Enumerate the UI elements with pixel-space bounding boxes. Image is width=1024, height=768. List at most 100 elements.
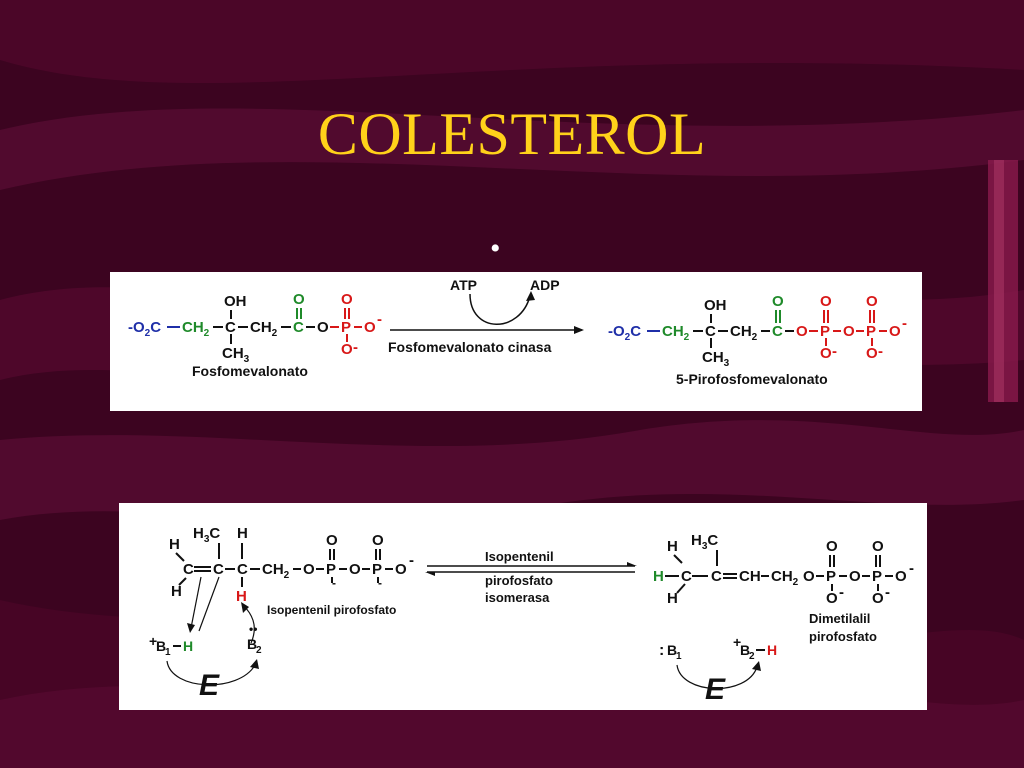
svg-text::: : (659, 642, 664, 659)
svg-text:O: O (372, 532, 384, 549)
svg-text:H: H (667, 538, 678, 555)
reactant-name: Fosfomevalonato (192, 363, 308, 379)
svg-text:O: O (772, 293, 784, 310)
svg-text:H: H (236, 588, 247, 605)
enzyme-symbol-left: E (199, 669, 220, 702)
svg-text:C: C (681, 568, 692, 585)
svg-text:C: C (705, 323, 716, 340)
svg-text:P: P (872, 568, 882, 585)
svg-text:C: C (213, 561, 224, 578)
svg-text:OH: OH (224, 293, 247, 310)
product-structure: -O2C CH2 C OH CH3 CH2 C O O P O O - (608, 293, 907, 369)
svg-text:-: - (885, 584, 890, 601)
svg-text:P: P (866, 323, 876, 340)
svg-text:C: C (293, 319, 304, 336)
base1-left: B (156, 638, 166, 654)
svg-text:O: O (872, 590, 884, 607)
svg-text:P: P (326, 561, 336, 578)
svg-text:CH2: CH2 (730, 323, 758, 343)
svg-text:C: C (772, 323, 783, 340)
svg-text:CH2: CH2 (662, 323, 690, 343)
ipp-structure: H C H C H3C C H H CH2 O P O - (169, 525, 414, 605)
svg-text:O: O (872, 538, 884, 555)
ipp-name: Isopentenil pirofosfato (267, 603, 396, 617)
svg-text:O: O (364, 319, 376, 336)
svg-text:CH3: CH3 (222, 345, 250, 365)
enzyme-name: Fosfomevalonato cinasa (388, 339, 552, 355)
svg-text:-: - (377, 311, 382, 328)
svg-text:O: O (849, 568, 861, 585)
svg-text:O: O (395, 561, 407, 578)
svg-text:H: H (667, 590, 678, 607)
svg-text:-: - (909, 560, 914, 577)
svg-text:+: + (149, 633, 157, 649)
svg-text:P: P (341, 319, 351, 336)
svg-text:P: P (372, 561, 382, 578)
dmapp-name-line2: pirofosfato (809, 629, 877, 644)
svg-text:P: P (820, 323, 830, 340)
svg-text:2: 2 (256, 645, 262, 656)
base2-right: B (740, 642, 750, 658)
svg-text:O: O (796, 323, 808, 340)
enzyme-line1: Isopentenil (485, 549, 554, 564)
svg-text:-O2C: -O2C (128, 319, 161, 339)
svg-text:-: - (878, 343, 883, 360)
svg-text:O: O (866, 345, 878, 362)
cofactor-atp: ATP (450, 277, 477, 293)
svg-text:H: H (171, 583, 182, 600)
svg-text:+: + (733, 634, 741, 650)
svg-text:-: - (832, 343, 837, 360)
svg-text:O: O (843, 323, 855, 340)
svg-text:••: •• (249, 622, 257, 636)
svg-text:-O2C: -O2C (608, 323, 641, 343)
svg-text:CH2: CH2 (771, 568, 799, 588)
svg-text:CH: CH (739, 568, 761, 585)
svg-text:O: O (326, 532, 338, 549)
svg-text:-: - (353, 339, 358, 356)
svg-text:OH: OH (704, 297, 727, 314)
svg-text:CH3: CH3 (702, 349, 730, 369)
svg-text:O: O (341, 291, 353, 308)
svg-text:O: O (895, 568, 907, 585)
svg-text:O: O (826, 538, 838, 555)
svg-text:O: O (866, 293, 878, 310)
reaction-panel-isomerase: H C H C H3C C H H CH2 O P O - (119, 503, 927, 710)
svg-text:O: O (820, 345, 832, 362)
reaction-panel-phosphomevalonate: -O2C CH2 C OH CH3 CH2 C O O P O O - (110, 272, 922, 411)
svg-text:-: - (902, 315, 907, 332)
svg-text:H: H (767, 642, 777, 658)
svg-text:C: C (237, 561, 248, 578)
svg-text:-: - (409, 552, 414, 569)
reaction1-diagram: -O2C CH2 C OH CH3 CH2 C O O P O O - (128, 277, 907, 387)
product-name: 5-Pirofosfomevalonato (676, 371, 828, 387)
svg-text:1: 1 (165, 647, 171, 658)
svg-text:H: H (169, 536, 180, 553)
svg-text:O: O (303, 561, 315, 578)
svg-text:-: - (839, 584, 844, 601)
svg-text:O: O (317, 319, 329, 336)
svg-text:-: - (378, 576, 382, 590)
svg-text:-: - (332, 576, 336, 590)
slide-title: COLESTEROL (317, 101, 707, 167)
reaction2-diagram: H C H C H3C C H H CH2 O P O - (149, 525, 914, 706)
svg-text:C: C (183, 561, 194, 578)
svg-text:O: O (293, 291, 305, 308)
dmapp-name-line1: Dimetilalil (809, 611, 870, 626)
enzyme-line2: pirofosfato (485, 573, 553, 588)
svg-text:H3C: H3C (691, 532, 718, 552)
bullet-point: • (490, 232, 501, 265)
svg-text:O: O (349, 561, 361, 578)
svg-text:O: O (889, 323, 901, 340)
svg-text:O: O (826, 590, 838, 607)
svg-text:H3C: H3C (193, 525, 220, 545)
enzyme-symbol-right: E (705, 673, 726, 706)
dmapp-structure: H H C H C H3C CH CH2 O P O O - (653, 532, 914, 607)
svg-text:C: C (711, 568, 722, 585)
svg-text:P: P (826, 568, 836, 585)
svg-text:C: C (225, 319, 236, 336)
svg-text:O: O (803, 568, 815, 585)
base1-right: B (667, 642, 677, 658)
svg-text:H: H (183, 638, 193, 654)
cofactor-adp: ADP (530, 277, 560, 293)
svg-text:CH2: CH2 (262, 561, 290, 581)
